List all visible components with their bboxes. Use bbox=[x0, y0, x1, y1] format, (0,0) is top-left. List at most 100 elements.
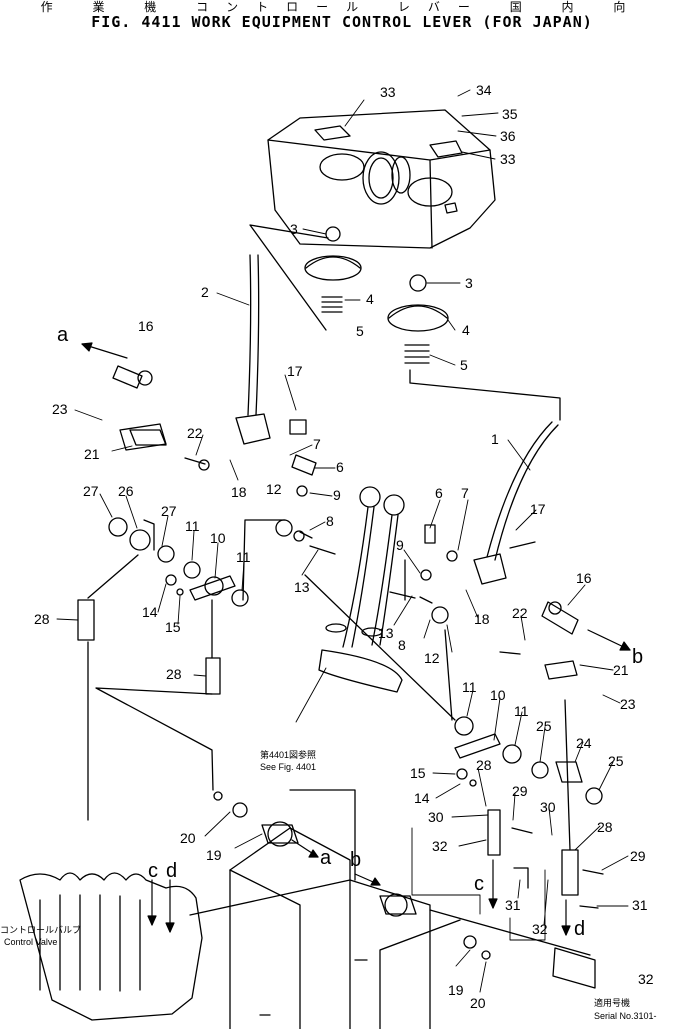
callout-32: 32 bbox=[638, 971, 654, 987]
boot-parts bbox=[304, 226, 449, 364]
callout-18: 18 bbox=[474, 611, 490, 627]
callout-29: 29 bbox=[512, 783, 528, 799]
arrow-label-b: b bbox=[350, 849, 361, 871]
rods bbox=[87, 519, 456, 881]
callout-19: 19 bbox=[206, 847, 222, 863]
arrow-label-c: c bbox=[148, 860, 158, 882]
callout-23: 23 bbox=[620, 696, 636, 712]
callout-27: 27 bbox=[83, 483, 99, 499]
callout-28: 28 bbox=[597, 819, 613, 835]
callout-10: 10 bbox=[490, 687, 506, 703]
callout-22: 22 bbox=[512, 605, 528, 621]
arrow-label-a: a bbox=[320, 847, 332, 869]
see-note-jp: 第4401図参照 bbox=[260, 749, 316, 760]
callout-23: 23 bbox=[52, 401, 68, 417]
callout-8: 8 bbox=[398, 637, 406, 653]
callout-31: 31 bbox=[632, 897, 648, 913]
callout-14: 14 bbox=[142, 604, 158, 620]
callout-27: 27 bbox=[161, 503, 177, 519]
callout-36: 36 bbox=[500, 128, 516, 144]
callout-28: 28 bbox=[166, 666, 182, 682]
callout-16: 16 bbox=[138, 318, 154, 334]
callout-24: 24 bbox=[576, 735, 592, 751]
center-levers bbox=[318, 486, 405, 693]
serial-note-jp: 適用号機 bbox=[594, 997, 630, 1008]
left-linkage bbox=[77, 365, 293, 695]
callout-6: 6 bbox=[336, 459, 344, 475]
callout-6: 6 bbox=[435, 485, 443, 501]
console-cover bbox=[267, 109, 496, 249]
callout-21: 21 bbox=[84, 446, 100, 462]
arrow-label-d: d bbox=[574, 918, 585, 940]
figure-title: FIG. 4411 WORK EQUIPMENT CONTROL LEVER (… bbox=[91, 13, 593, 31]
callout-3: 3 bbox=[290, 221, 298, 237]
callout-25: 25 bbox=[536, 718, 552, 734]
arrow-label-b: b bbox=[632, 646, 643, 668]
callout-32: 32 bbox=[432, 838, 448, 854]
callout-20: 20 bbox=[470, 995, 486, 1011]
callout-20: 20 bbox=[180, 830, 196, 846]
flow-arrows bbox=[81, 342, 631, 936]
callout-5: 5 bbox=[460, 357, 468, 373]
callout-11: 11 bbox=[462, 679, 477, 695]
callout-33: 33 bbox=[500, 151, 516, 167]
callout-25: 25 bbox=[608, 753, 624, 769]
leader-lines bbox=[56, 89, 629, 993]
callout-34: 34 bbox=[476, 82, 492, 98]
control-valve-jp: コントロールバルブ bbox=[0, 924, 81, 935]
callout-7: 7 bbox=[313, 436, 321, 452]
arrow-label-c: c bbox=[474, 873, 484, 895]
callout-10: 10 bbox=[210, 530, 226, 546]
callout-1: 1 bbox=[491, 431, 499, 447]
callout-28: 28 bbox=[476, 757, 492, 773]
callout-32: 32 bbox=[532, 921, 548, 937]
callout-4: 4 bbox=[366, 291, 374, 307]
callout-26: 26 bbox=[118, 483, 134, 499]
callout-12: 12 bbox=[266, 481, 282, 497]
figure-title-japanese: 作 業 機 コントロール レバー 国 内 向 bbox=[40, 0, 644, 14]
callout-30: 30 bbox=[428, 809, 444, 825]
callout-13: 13 bbox=[294, 579, 310, 595]
callout-21: 21 bbox=[613, 662, 629, 678]
callout-3: 3 bbox=[465, 275, 473, 291]
callout-31: 31 bbox=[505, 897, 521, 913]
serial-note-en: Serial No.3101- bbox=[594, 1011, 657, 1021]
callout-28: 28 bbox=[34, 611, 50, 627]
callout-35: 35 bbox=[502, 106, 518, 122]
lever-bracket-base bbox=[189, 791, 591, 1029]
control-valve-en: Control Valve bbox=[4, 937, 57, 947]
callout-19: 19 bbox=[448, 982, 464, 998]
callout-7: 7 bbox=[461, 485, 469, 501]
callout-14: 14 bbox=[414, 790, 430, 806]
callout-29: 29 bbox=[630, 848, 646, 864]
callout-11: 11 bbox=[236, 549, 251, 565]
see-note-en: See Fig. 4401 bbox=[260, 762, 316, 772]
callout-13: 13 bbox=[378, 625, 394, 641]
lever-left bbox=[235, 224, 329, 445]
callouts: 33 34 35 36 33 3 3 4 5 4 5 2 1 16 17 23 … bbox=[0, 82, 657, 1021]
callout-15: 15 bbox=[165, 619, 181, 635]
callout-12: 12 bbox=[424, 650, 440, 666]
callout-16: 16 bbox=[576, 570, 592, 586]
callout-17: 17 bbox=[287, 363, 303, 379]
lever-right bbox=[409, 369, 561, 585]
callout-17: 17 bbox=[530, 501, 546, 517]
right-linkage bbox=[289, 419, 604, 989]
callout-11: 11 bbox=[514, 703, 529, 719]
callout-15: 15 bbox=[410, 765, 426, 781]
callout-30: 30 bbox=[540, 799, 556, 815]
callout-4: 4 bbox=[462, 322, 470, 338]
callout-33: 33 bbox=[380, 84, 396, 100]
callout-11: 11 bbox=[185, 518, 200, 534]
callout-9: 9 bbox=[396, 537, 404, 553]
callout-18: 18 bbox=[231, 484, 247, 500]
callout-9: 9 bbox=[333, 487, 341, 503]
arrow-label-d: d bbox=[166, 860, 177, 882]
callout-8: 8 bbox=[326, 513, 334, 529]
control-valve bbox=[19, 872, 203, 1021]
callout-5: 5 bbox=[356, 323, 364, 339]
callout-2: 2 bbox=[201, 284, 209, 300]
callout-22: 22 bbox=[187, 425, 203, 441]
arrow-label-a: a bbox=[57, 324, 69, 346]
